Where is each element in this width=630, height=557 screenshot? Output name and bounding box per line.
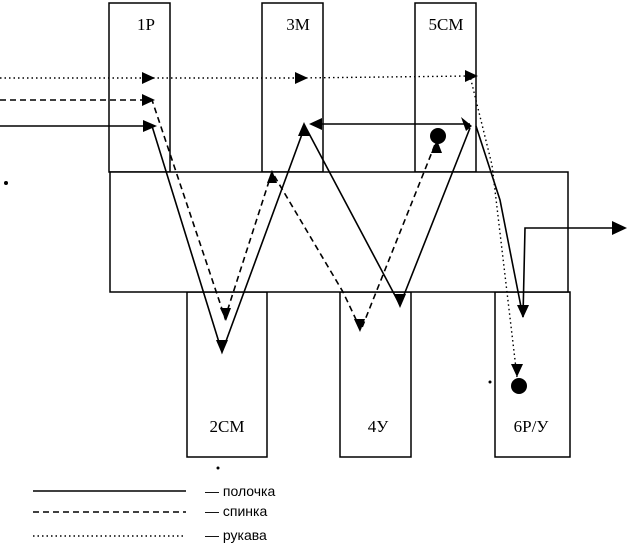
- station-label-5: 5СМ: [429, 15, 464, 34]
- station-box-2: [186, 291, 268, 458]
- end-dot-back: [430, 128, 446, 144]
- station-label-6: 6Р/У: [514, 417, 550, 436]
- station-label-3: 3М: [286, 15, 310, 34]
- station-label-1: 1Р: [137, 15, 155, 34]
- scan-speck: [216, 466, 220, 470]
- flow-dotted-sleeves: [0, 70, 527, 394]
- conveyor-belt: [109, 171, 569, 293]
- end-dot-sleeves: [511, 378, 527, 394]
- legend-label-solid: — полочка: [205, 483, 275, 499]
- station-box-6: [494, 291, 571, 458]
- station-box-4: [339, 291, 412, 458]
- scan-speck: [488, 380, 492, 384]
- legend: — полочка — спинка — рукава: [33, 483, 275, 543]
- flow-dashed-back: [0, 94, 446, 333]
- legend-label-dashed: — спинка: [205, 503, 267, 519]
- legend-label-dotted: — рукава: [205, 527, 267, 543]
- station-label-4: 4У: [368, 417, 390, 436]
- station-box-3: [261, 2, 324, 173]
- station-box-1: [108, 2, 171, 173]
- flow-solid-front: [0, 117, 627, 355]
- station-box-5: [414, 2, 477, 173]
- station-label-2: 2СМ: [210, 417, 245, 436]
- scan-speck: [4, 181, 8, 185]
